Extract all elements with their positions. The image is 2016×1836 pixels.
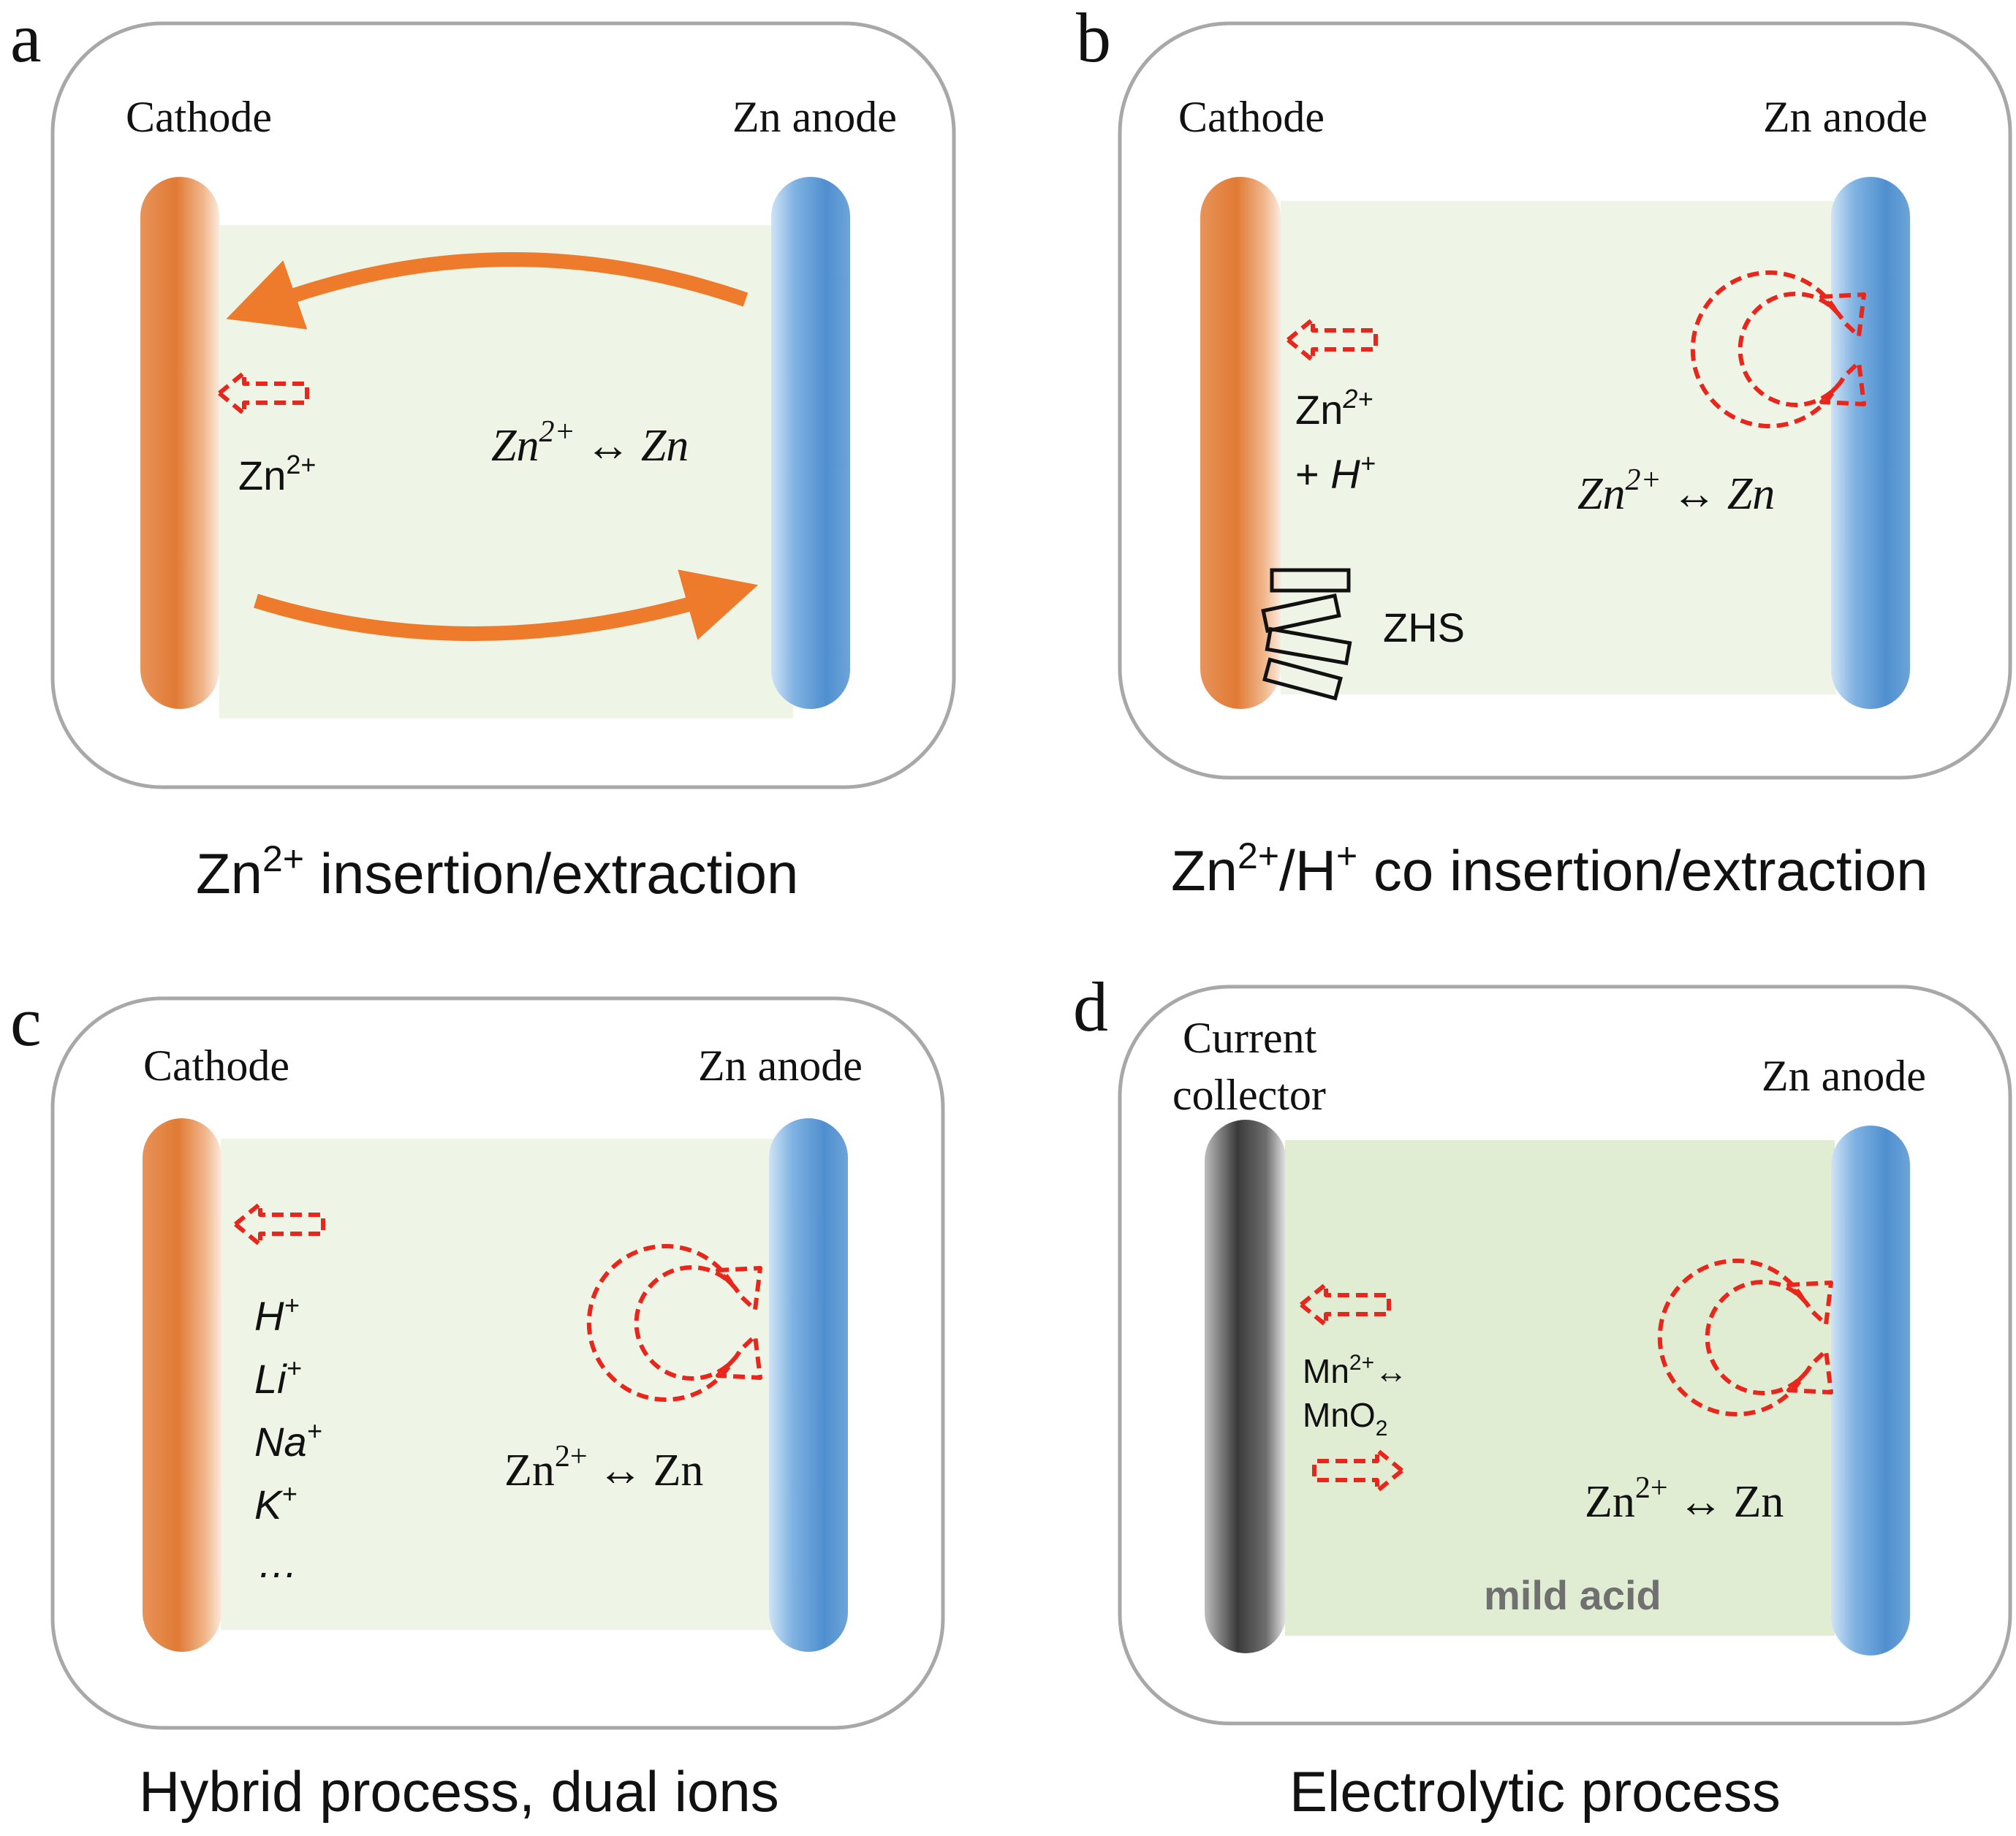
ion-label-h: H+: [254, 1290, 299, 1339]
panel-letter-b: b: [1076, 0, 1111, 77]
zn-anode-electrode-c: [769, 1118, 848, 1652]
reaction-label-a: Zn2+↔Zn: [491, 415, 689, 471]
ion-list-c: H+ Li+ Na+ K+ …: [254, 1290, 322, 1586]
reaction-label-c: Zn2+↔Zn: [504, 1440, 703, 1495]
zn-anode-electrode-d: [1831, 1126, 1910, 1655]
ion-label-na: Na+: [254, 1416, 322, 1465]
electrolyte-b: [1281, 201, 1836, 694]
anode-label-c: Zn anode: [698, 1042, 863, 1090]
panel-letter-a: a: [10, 0, 42, 77]
ion-label-a: Zn2+: [238, 449, 316, 498]
mn-reaction-line2: MnO2: [1303, 1396, 1387, 1441]
ion-label-li: Li+: [254, 1353, 302, 1402]
panel-letter-c: c: [10, 982, 42, 1061]
electrolyte-label-d: mild acid: [1484, 1572, 1661, 1618]
mn-reaction-line1: Mn2+↔: [1303, 1351, 1408, 1390]
ion-label-b-line2: + H+: [1295, 448, 1376, 497]
panel-c: c Cathode Zn anode H+ Li+ Na+ K+ … Zn2+↔…: [10, 982, 945, 1824]
zn-ion-arrow-to-cathode-a: [226, 252, 749, 330]
collector-label-line2: collector: [1172, 1071, 1326, 1119]
cathode-electrode-a: [140, 177, 219, 709]
anode-label-b: Zn anode: [1763, 93, 1928, 141]
cathode-electrode-b: [1200, 177, 1281, 709]
panel-d: d Current collector Zn anode Mn2+↔ MnO2 …: [1073, 968, 2012, 1824]
ion-label-k: K+: [254, 1479, 297, 1528]
caption-a: Zn2+ insertion/extraction: [196, 838, 798, 906]
zhs-flakes-icon: [1261, 568, 1352, 701]
zn-ion-arrow-to-anode-a: [254, 569, 759, 641]
zhs-label: ZHS: [1383, 604, 1465, 650]
caption-d: Electrolytic process: [1289, 1759, 1781, 1824]
panel-a: a Cathode Zn anode Zn2+ Zn2+↔Zn Zn2+ ins…: [10, 0, 956, 906]
cathode-label-a: Cathode: [126, 93, 272, 141]
electrolyte-c: [221, 1139, 775, 1630]
ion-label-b-line1: Zn2+: [1295, 384, 1373, 433]
caption-b: Zn2+/H+ co insertion/extraction: [1171, 835, 1928, 903]
panel-b: b Cathode Zn anode Zn2+ + H+ ZHS Zn2+↔Zn…: [1076, 0, 2012, 903]
collector-label-line1: Current: [1183, 1014, 1317, 1062]
reaction-label-d: Zn2+↔Zn: [1585, 1471, 1784, 1527]
current-collector-electrode-d: [1205, 1120, 1286, 1653]
electrolyte-d: [1285, 1140, 1835, 1636]
anode-label-d: Zn anode: [1762, 1052, 1926, 1100]
zn-anode-electrode-a: [771, 177, 850, 709]
reaction-label-b: Zn2+↔Zn: [1577, 463, 1775, 519]
caption-c: Hybrid process, dual ions: [139, 1759, 779, 1824]
cathode-label-b: Cathode: [1178, 93, 1325, 141]
cathode-electrode-c: [143, 1118, 221, 1652]
zn-anode-electrode-b: [1831, 177, 1910, 709]
ion-label-ellipsis: …: [257, 1540, 298, 1586]
anode-label-a: Zn anode: [732, 93, 897, 141]
cathode-label-c: Cathode: [143, 1042, 289, 1090]
panel-letter-d: d: [1073, 968, 1108, 1046]
